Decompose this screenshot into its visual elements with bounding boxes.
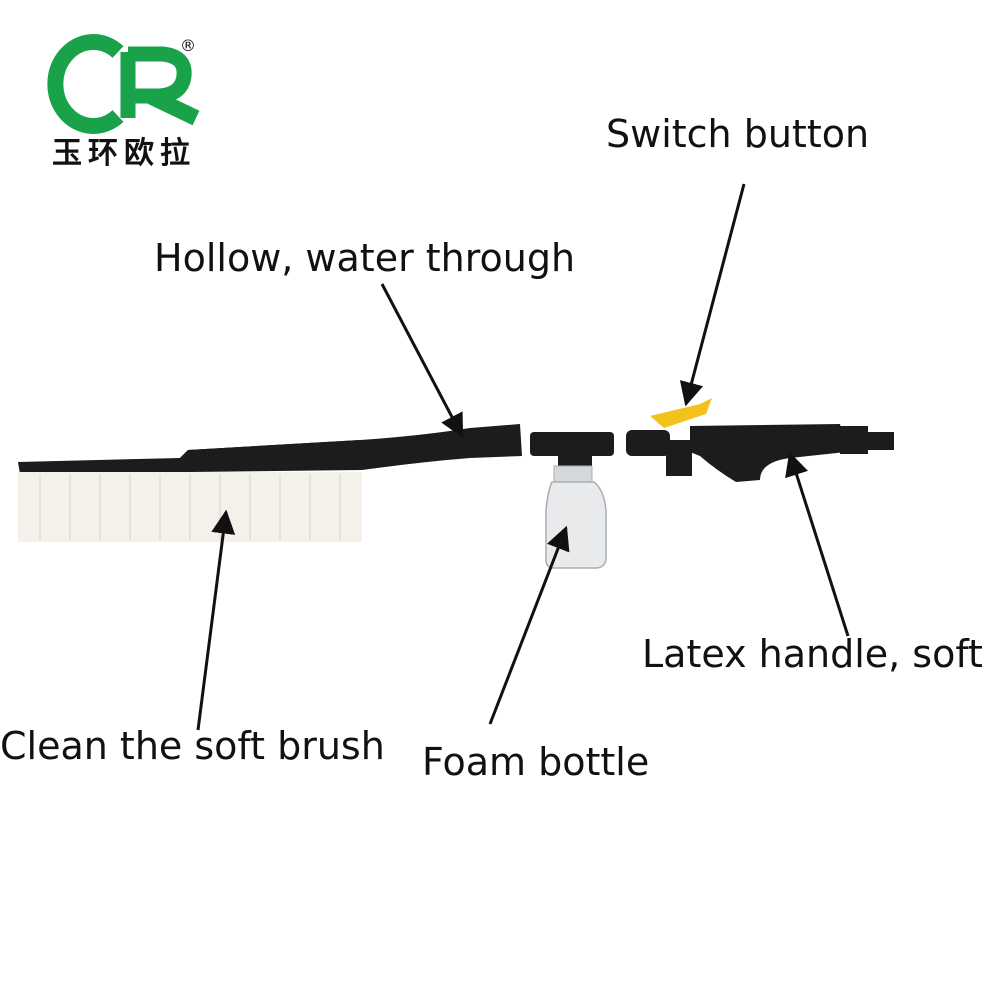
arrow-bottle [488,525,570,725]
label-switch-button: Switch button [606,112,870,156]
label-latex-handle: Latex handle, soft [642,632,983,676]
foam-connector [530,432,614,470]
label-soft-brush: Clean the soft brush [0,724,385,768]
arrow-hollow [380,283,464,439]
spray-handle [626,398,894,482]
label-hollow: Hollow, water through [154,236,576,280]
label-foam-bottle: Foam bottle [422,740,650,784]
arrow-brush [196,509,236,731]
logo-cr-mark [47,34,200,134]
logo-chinese-text: 玉环欧拉 [52,136,196,171]
arrow-handle [785,451,850,637]
arrow-switch [679,183,746,407]
hollow-shaft [180,424,522,470]
registered-mark: ® [180,36,196,55]
